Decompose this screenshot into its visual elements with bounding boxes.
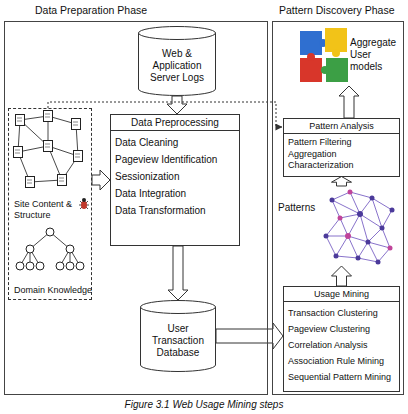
flow-arrow: [339, 86, 359, 118]
node-label: Domain Knowledge: [14, 285, 88, 296]
site-graph-icon: [14, 147, 23, 158]
flow-arrow: [332, 266, 352, 286]
list-item: Transaction Clustering: [284, 302, 399, 321]
flow-arrow: [92, 170, 110, 190]
puzzle-icon: [300, 58, 322, 82]
node-label: Aggregate User models: [350, 37, 400, 73]
box-heading: Pattern Analysis: [284, 119, 399, 134]
pattern-network-icon: [370, 196, 375, 201]
cylinder-shape: [141, 301, 216, 314]
pattern-network-icon: [348, 190, 353, 195]
puzzle-icon: [332, 49, 340, 57]
flow-arrow: [168, 246, 188, 300]
hierarchy-tree-icon: [66, 245, 74, 253]
puzzle-icon: [307, 53, 315, 61]
site-graph-icon: [26, 177, 35, 188]
phase-panel: Data Preparation PhaseWeb & Application …: [4, 21, 268, 395]
site-graph-icon: [74, 151, 83, 162]
phase-title: Data Preparation Phase: [35, 4, 267, 16]
bug-icon: [79, 198, 89, 209]
hierarchy-tree-icon: [36, 262, 44, 270]
site-graph-icon: [58, 175, 67, 186]
hierarchy-tree-icon: [26, 262, 34, 270]
bug-icon: [82, 198, 86, 202]
caption-holder: Figure 3.1 Web Usage Mining steps: [0, 399, 408, 410]
pattern-network-icon: [376, 260, 381, 265]
process-box: Usage MiningTransaction ClusteringPagevi…: [283, 286, 400, 392]
figure-caption: Figure 3.1 Web Usage Mining steps: [0, 399, 408, 410]
hierarchy-tree-icon: [56, 262, 64, 270]
list-item: Pageview Identification: [111, 151, 239, 168]
node-label: Site Content & Structure: [14, 199, 80, 221]
cylinder-shape: [139, 33, 216, 95]
pattern-network-icon: [326, 192, 392, 262]
list-item: Sessionization: [111, 168, 239, 185]
hierarchy-tree-icon: [76, 262, 84, 270]
cylinder-label: User Transaction Database: [144, 323, 212, 359]
pattern-network-icon: [324, 190, 395, 265]
hierarchy-tree-icon: [20, 232, 80, 266]
site-graph-icon: [44, 111, 53, 122]
hierarchy-tree-icon: [26, 245, 34, 253]
pattern-network-icon: [334, 254, 339, 259]
box-heading: Usage Mining: [284, 287, 399, 302]
bug-icon: [79, 201, 89, 209]
pattern-network-icon: [338, 216, 343, 221]
pattern-network-icon: [330, 198, 335, 203]
hierarchy-tree-icon: [46, 228, 54, 236]
cylinder-shape: [139, 27, 216, 40]
cylinder-label: Web & Application Server Logs: [142, 48, 212, 84]
hierarchy-tree-icon: [16, 228, 84, 270]
site-graph-icon: [44, 141, 53, 152]
server-logs-cylinder: Web & Application Server Logs: [138, 26, 216, 96]
list-item: Pattern Filtering: [284, 134, 399, 149]
cylinder-shape: [141, 307, 216, 372]
hierarchy-tree-icon: [16, 262, 24, 270]
phase-title: Pattern Discovery Phase: [279, 4, 403, 16]
pattern-network-icon: [380, 226, 385, 231]
site-graph-icon: [18, 116, 78, 182]
puzzle-icon: [326, 58, 348, 82]
flow-arrow: [167, 96, 187, 114]
user-models-node: Aggregate User models: [298, 24, 402, 86]
phase-panel: Pattern Discovery PhaseAggregate User mo…: [272, 21, 404, 395]
list-item: Pageview Clustering: [284, 321, 399, 337]
list-item: Correlation Analysis: [284, 337, 399, 353]
pattern-network-icon: [324, 234, 329, 239]
puzzle-icon: [300, 31, 322, 55]
puzzle-icon: [325, 28, 347, 52]
site-graph-icon: [72, 119, 81, 130]
pattern-network-icon: [388, 246, 393, 251]
database-cylinder: User Transaction Database: [140, 300, 216, 372]
list-item: Data Transformation: [111, 202, 239, 223]
site-content-group: Site Content & StructureDomain Knowledge: [8, 108, 92, 300]
node-label: Patterns: [278, 202, 402, 213]
pattern-network-icon: [390, 208, 395, 213]
flow-arrow: [332, 177, 352, 187]
patterns-node: Patterns: [276, 186, 402, 266]
pattern-network-icon: [356, 256, 361, 261]
box-heading: Data Preprocessing: [111, 115, 239, 131]
puzzle-icon: [321, 66, 329, 74]
list-item: Data Integration: [111, 185, 239, 202]
list-item: Aggregation: [284, 149, 399, 161]
pattern-network-icon: [345, 233, 351, 239]
list-item: Characterization: [284, 160, 399, 176]
bug-icon: [81, 201, 87, 209]
site-graph-icon: [16, 115, 25, 126]
process-box: Pattern AnalysisPattern FilteringAggrega…: [283, 118, 400, 177]
pattern-network-icon: [366, 240, 371, 245]
list-item: Sequential Pattern Mining: [284, 369, 399, 389]
hierarchy-tree-icon: [66, 262, 74, 270]
puzzle-icon: [300, 28, 348, 82]
pattern-network-icon: [357, 211, 363, 217]
site-graph-icon: [15, 114, 80, 183]
list-item: Association Rule Mining: [284, 353, 399, 369]
process-box: Data PreprocessingData CleaningPageview …: [110, 114, 240, 246]
list-item: Data Cleaning: [111, 131, 239, 151]
site-graph-icon: [14, 111, 83, 188]
